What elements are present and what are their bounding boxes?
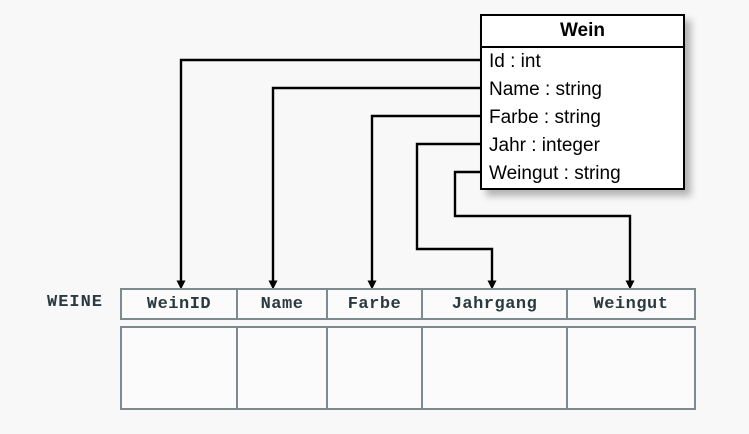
column-header-weinid: WeinID	[122, 290, 238, 318]
uml-attribute-farbe: Farbe : string	[489, 107, 601, 128]
column-header-name: Name	[238, 290, 328, 318]
table-row	[120, 326, 696, 410]
table-cell-name	[238, 328, 328, 408]
column-header-jahrgang: Jahrgang	[423, 290, 568, 318]
uml-class-wein: Wein Id : int Name : string Farbe : stri…	[480, 14, 685, 190]
table-header-row: WeinID Name Farbe Jahrgang Weingut	[120, 288, 696, 320]
uml-attribute-name: Name : string	[489, 79, 602, 100]
connector-farbe-to-farbe	[367, 114, 480, 290]
uml-class-title: Wein	[482, 16, 683, 48]
table-cell-farbe	[328, 328, 423, 408]
column-header-farbe: Farbe	[328, 290, 423, 318]
uml-attribute-jahr: Jahr : integer	[489, 135, 600, 156]
relational-table-label: WEINE	[47, 293, 104, 312]
table-cell-weinid	[122, 328, 238, 408]
uml-attribute-weingut: Weingut : string	[489, 163, 621, 184]
connector-id-to-weinid	[176, 58, 480, 290]
uml-attribute-id: Id : int	[489, 51, 541, 72]
uml-attribute-list: Id : int Name : string Farbe : string Ja…	[482, 48, 683, 188]
relational-table-weine: WeinID Name Farbe Jahrgang Weingut	[120, 288, 696, 410]
table-cell-jahrgang	[423, 328, 568, 408]
table-cell-weingut	[568, 328, 694, 408]
connector-name-to-name	[268, 86, 480, 290]
column-header-weingut: Weingut	[593, 294, 669, 314]
